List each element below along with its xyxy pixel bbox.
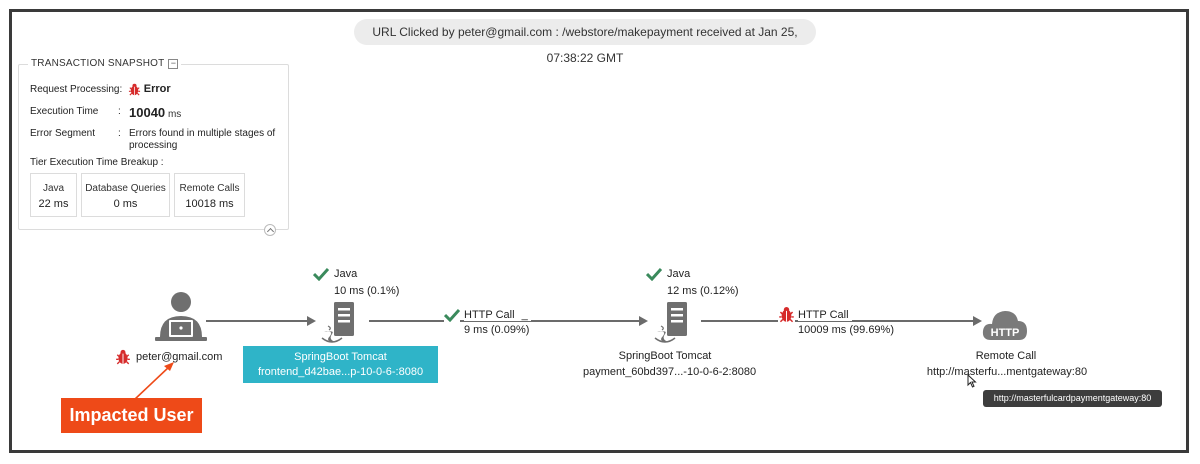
check-icon [313, 267, 329, 281]
server-java-icon[interactable] [653, 300, 693, 346]
tier-value: 10018 ms [185, 198, 234, 210]
transaction-snapshot-title: TRANSACTION SNAPSHOT − [28, 56, 182, 71]
transaction-info-bar: URL Clicked by peter@gmail.com : /websto… [354, 19, 816, 65]
tier-name: Java [42, 183, 65, 194]
tomcat1-title: SpringBoot Tomcat [294, 351, 387, 363]
tier-breakup-label: Tier Execution Time Breakup : [30, 157, 164, 168]
server-java-icon[interactable] [320, 300, 360, 346]
snapshot-title-text: TRANSACTION SNAPSHOT [31, 58, 165, 69]
remote-url-tooltip: http://masterfulcardpaymentgateway:80 [983, 390, 1162, 407]
request-status-text: Error [143, 83, 171, 96]
check-icon [646, 267, 662, 281]
tier-box-java: Java 22 ms [30, 173, 77, 217]
mouse-cursor-icon [967, 374, 977, 388]
request-processing-label: Request Processing: [30, 84, 123, 95]
user-node-label: peter@gmail.com [115, 349, 222, 365]
tier-box-database: Database Queries 0 ms [81, 173, 170, 217]
tomcat2-status-label: Java [667, 268, 691, 280]
bug-error-icon [128, 83, 141, 96]
cloud-icon-label: HTTP [991, 327, 1020, 339]
flow-arrow-line [369, 320, 639, 322]
remote-title[interactable]: Remote Call [975, 350, 1037, 362]
call2-label[interactable]: HTTP Call [798, 309, 852, 321]
call1-dash: _ [521, 309, 528, 321]
user-laptop-icon[interactable] [152, 291, 210, 345]
flow-arrow-line [701, 320, 974, 322]
tomcat1-subtitle: frontend_d42bae...p-10-0-6-:8080 [257, 366, 424, 378]
tier-name: Database Queries [85, 183, 166, 194]
check-icon [444, 308, 460, 322]
flow-arrow-line [206, 320, 308, 322]
execution-time-unit: ms [167, 109, 182, 120]
tomcat2-title[interactable]: SpringBoot Tomcat [618, 350, 712, 362]
call1-label-text: HTTP Call [464, 309, 515, 321]
separator: : [118, 128, 121, 139]
call1-time: 9 ms (0.09%) [464, 324, 533, 336]
separator: : [118, 106, 121, 117]
remote-subtitle: http://masterfu...mentgateway:80 [926, 366, 1088, 378]
tomcat2-time: 12 ms (0.12%) [667, 285, 739, 297]
callout-arrow-icon [133, 362, 174, 401]
request-processing-value: Error [128, 83, 171, 96]
collapse-snapshot-button[interactable]: − [168, 58, 179, 69]
tomcat1-node-selected[interactable]: SpringBoot Tomcat frontend_d42bae...p-10… [243, 346, 438, 383]
tier-value: 22 ms [38, 198, 69, 210]
tier-box-remote: Remote Calls 10018 ms [174, 173, 245, 217]
bug-error-icon [116, 349, 130, 365]
tier-value: 0 ms [113, 198, 138, 210]
bug-error-icon [778, 306, 795, 323]
execution-time-value: 10040 ms [129, 105, 181, 120]
tomcat2-subtitle: payment_60bd397...-10-0-6-2:8080 [583, 366, 757, 378]
arrow-head-icon [639, 316, 648, 326]
chevron-up-icon[interactable] [264, 224, 276, 236]
execution-time-label: Execution Time [30, 106, 99, 117]
tomcat1-time: 10 ms (0.1%) [334, 285, 400, 297]
call2-time: 10009 ms (99.69%) [798, 324, 897, 336]
execution-time-number: 10040 [129, 105, 166, 120]
error-segment-value: Errors found in multiple stages of proce… [129, 128, 276, 151]
user-email: peter@gmail.com [136, 351, 223, 363]
cloud-icon[interactable]: HTTP [981, 306, 1029, 342]
call1-label[interactable]: HTTP Call _ [464, 309, 531, 321]
error-segment-label: Error Segment [30, 128, 96, 139]
tomcat1-status-label: Java [334, 268, 358, 280]
transaction-snapshot-panel [18, 64, 289, 230]
arrow-head-icon [307, 316, 316, 326]
impacted-user-callout: Impacted User [61, 398, 202, 433]
arrow-head-icon [973, 316, 982, 326]
tier-name: Remote Calls [179, 183, 240, 194]
